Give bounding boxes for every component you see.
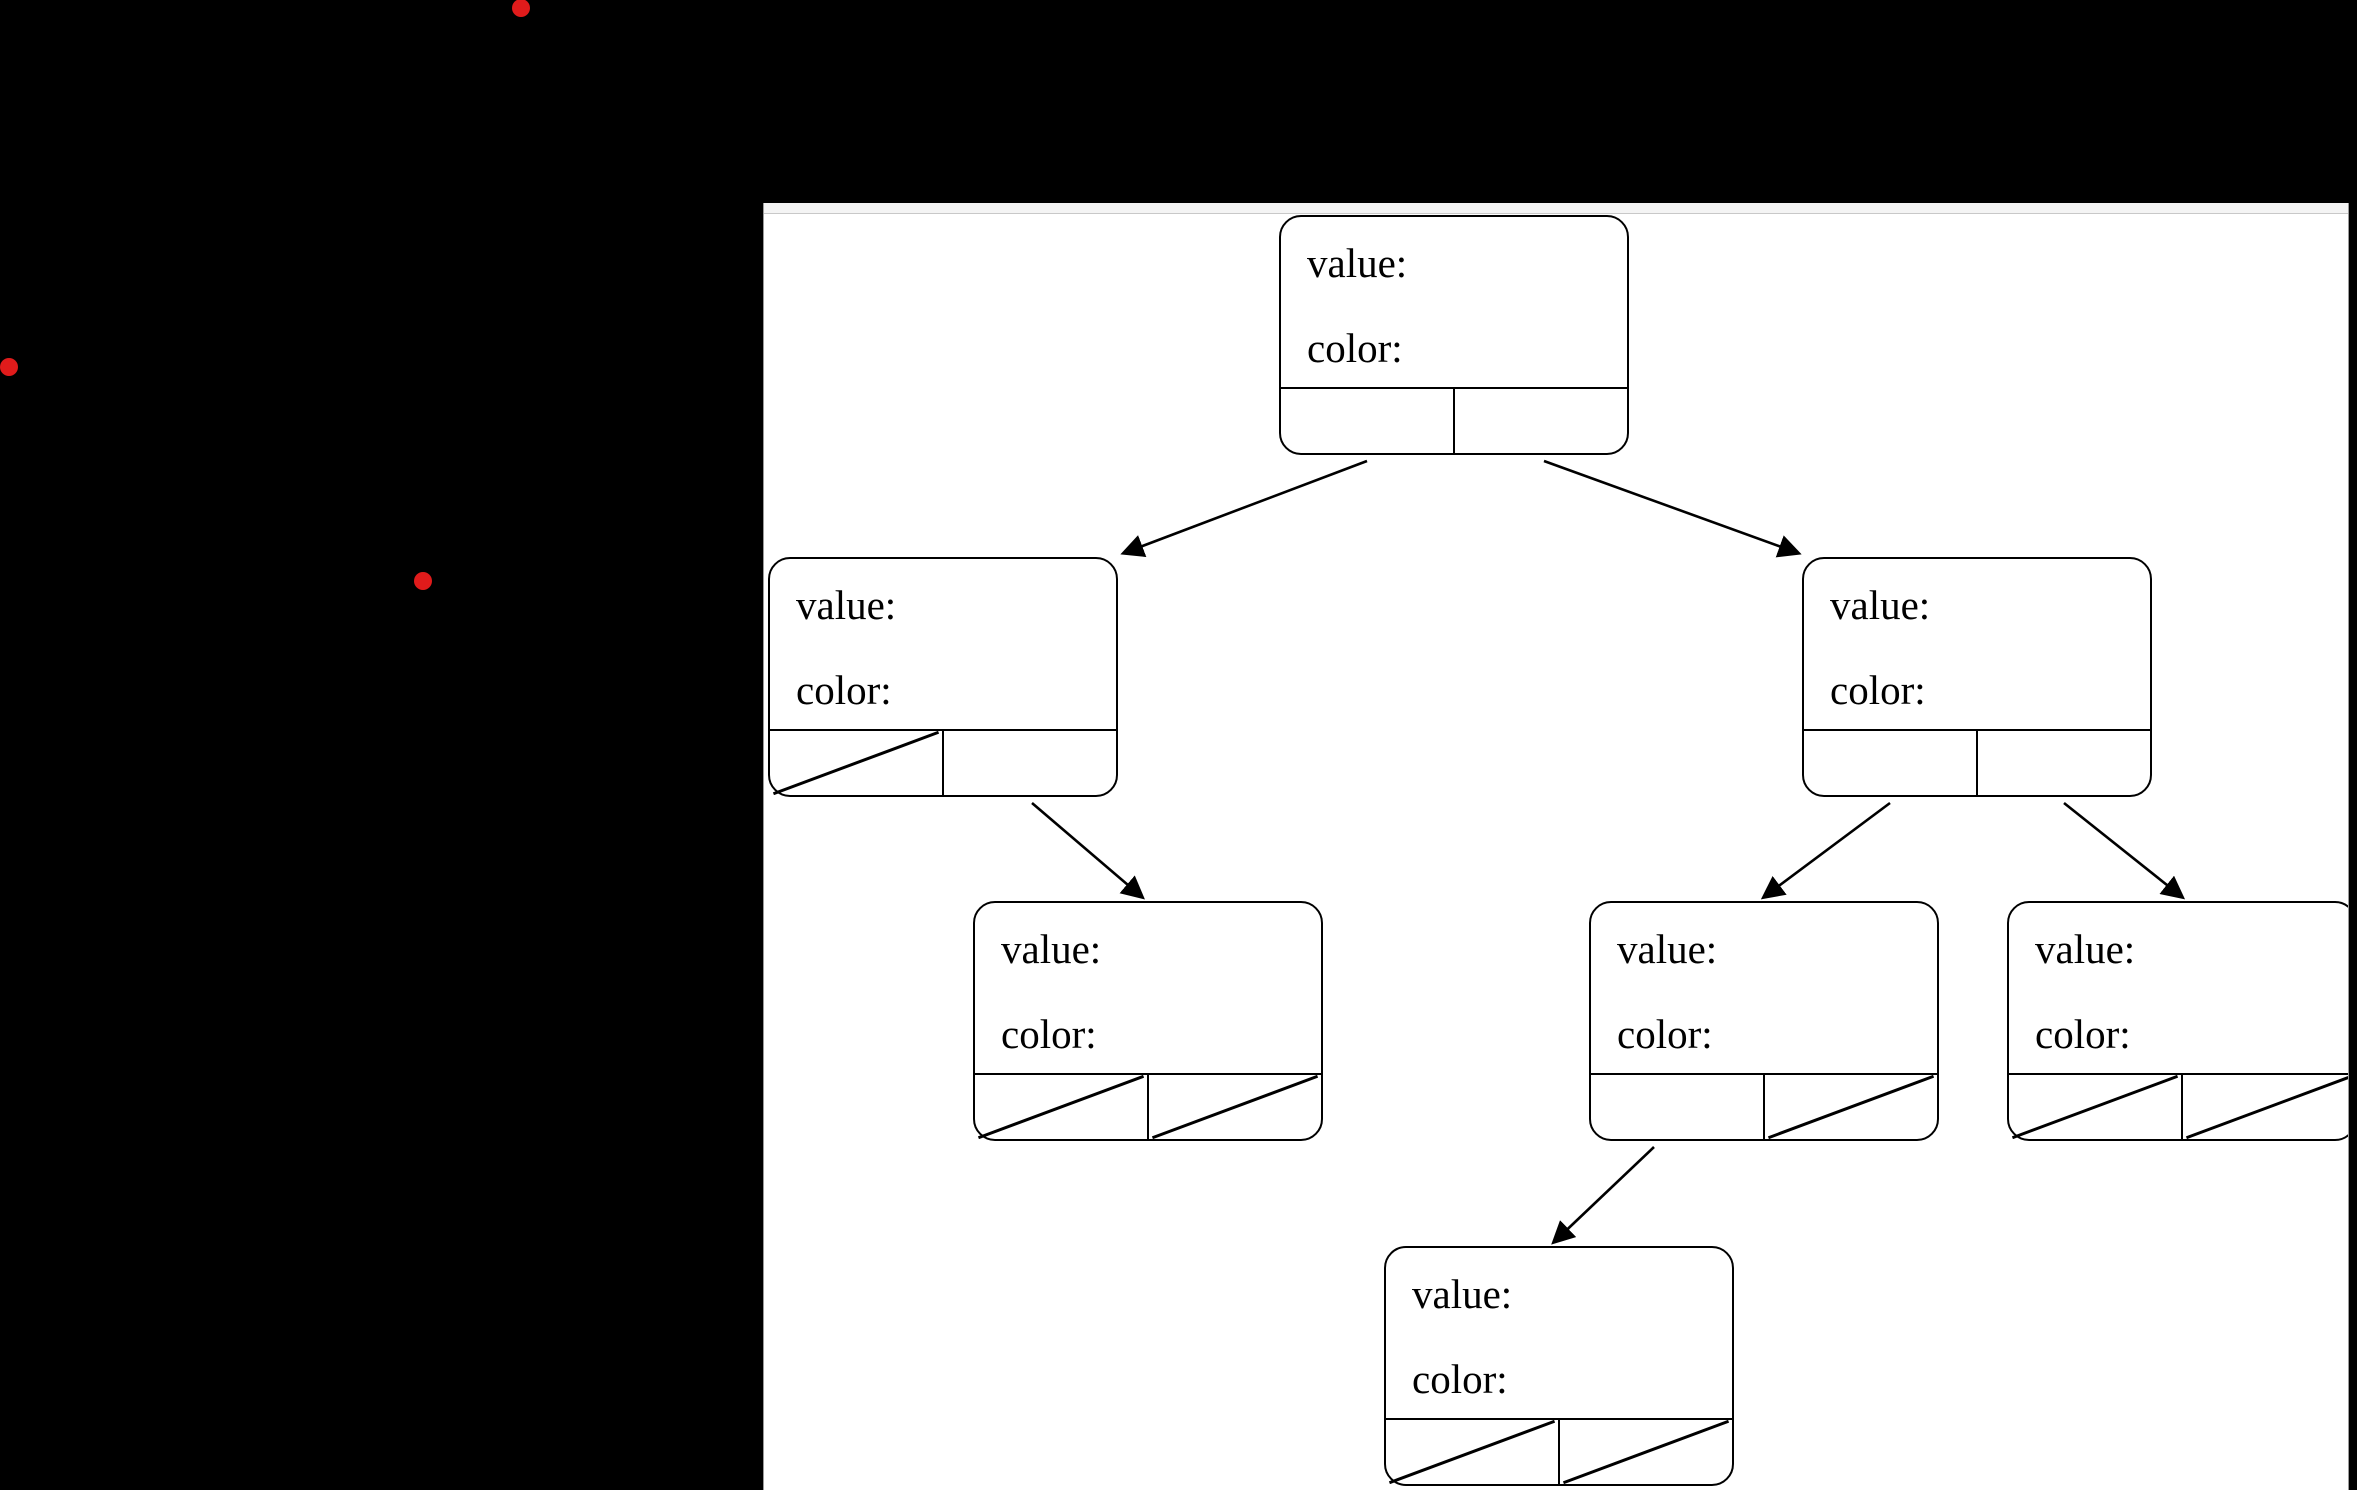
tree-node-left-right[interactable]: value: color:	[973, 901, 1323, 1141]
edge-right-to-left-leaf	[1760, 801, 1891, 900]
node-right-pointer-cell[interactable]	[1560, 1420, 1732, 1484]
edge-right-to-right-leaf	[2063, 801, 2186, 900]
node-value-field: value:	[1617, 926, 1718, 972]
null-slash-icon	[2009, 1075, 2181, 1139]
node-right-pointer-cell[interactable]	[944, 731, 1116, 795]
null-slash-icon	[2183, 1075, 2349, 1139]
node-left-pointer-cell[interactable]	[1804, 731, 1978, 795]
node-fields: value: color:	[1804, 559, 2150, 711]
node-pointer-row	[975, 1073, 1321, 1139]
tree-node-right-right[interactable]: value: color:	[2007, 901, 2349, 1141]
null-slash-icon	[1560, 1420, 1732, 1484]
node-value-field: value:	[1830, 582, 1931, 628]
node-left-pointer-cell[interactable]	[2009, 1075, 2183, 1139]
node-pointer-row	[1281, 387, 1627, 453]
node-right-pointer-cell[interactable]	[2183, 1075, 2349, 1139]
node-fields: value: color:	[1386, 1248, 1732, 1400]
node-left-pointer-cell[interactable]	[1281, 389, 1455, 453]
node-right-pointer-cell[interactable]	[1765, 1075, 1937, 1139]
edge-leaf-to-deep	[1551, 1146, 1655, 1245]
node-value-field: value:	[1001, 926, 1102, 972]
node-pointer-row	[1386, 1418, 1732, 1484]
null-slash-icon	[975, 1075, 1147, 1139]
node-right-pointer-cell[interactable]	[1149, 1075, 1321, 1139]
edge-root-to-right	[1543, 459, 1802, 558]
node-value-field: value:	[796, 582, 897, 628]
tree-node-root[interactable]: value: color:	[1279, 215, 1629, 455]
tree-node-left[interactable]: value: color:	[768, 557, 1118, 797]
node-fields: value: color:	[1281, 217, 1627, 369]
node-color-field: color:	[1307, 325, 1403, 371]
node-value-field: value:	[2035, 926, 2136, 972]
null-slash-icon	[1765, 1075, 1937, 1139]
node-left-pointer-cell[interactable]	[770, 731, 944, 795]
edge-layer	[1031, 459, 2186, 1245]
panel-top-strip	[764, 203, 2348, 214]
edge-root-to-left	[1120, 459, 1368, 558]
node-color-field: color:	[1412, 1356, 1508, 1402]
node-left-pointer-cell[interactable]	[975, 1075, 1149, 1139]
node-value-field: value:	[1307, 240, 1408, 286]
node-fields: value: color:	[975, 903, 1321, 1055]
node-right-pointer-cell[interactable]	[1455, 389, 1627, 453]
node-pointer-row	[1591, 1073, 1937, 1139]
node-color-field: color:	[796, 667, 892, 713]
node-fields: value: color:	[770, 559, 1116, 711]
node-color-field: color:	[2035, 1011, 2131, 1057]
node-pointer-row	[770, 729, 1116, 795]
node-pointer-row	[2009, 1073, 2349, 1139]
node-fields: value: color:	[1591, 903, 1937, 1055]
node-fields: value: color:	[2009, 903, 2348, 1057]
node-color-field: color:	[1830, 667, 1926, 713]
node-value-field: value:	[1412, 1271, 1513, 1317]
tree-node-deep-leaf[interactable]: value: color:	[1384, 1246, 1734, 1486]
null-slash-icon	[1149, 1075, 1321, 1139]
node-color-field: color:	[1617, 1011, 1713, 1057]
edge-left-to-leaf	[1031, 802, 1145, 900]
diagram-viewport[interactable]: value:color:value:color:value:color:valu…	[763, 203, 2349, 1490]
node-left-pointer-cell[interactable]	[1591, 1075, 1765, 1139]
null-slash-icon	[1386, 1420, 1558, 1484]
node-color-field: color:	[1001, 1011, 1097, 1057]
node-left-pointer-cell[interactable]	[1386, 1420, 1560, 1484]
diagram-surface[interactable]: value:color:value:color:value:color:valu…	[764, 203, 2348, 1490]
null-slash-icon	[770, 731, 942, 795]
node-pointer-row	[1804, 729, 2150, 795]
tree-node-right[interactable]: value: color:	[1802, 557, 2152, 797]
tree-node-right-left[interactable]: value: color:	[1589, 901, 1939, 1141]
node-right-pointer-cell[interactable]	[1978, 731, 2150, 795]
